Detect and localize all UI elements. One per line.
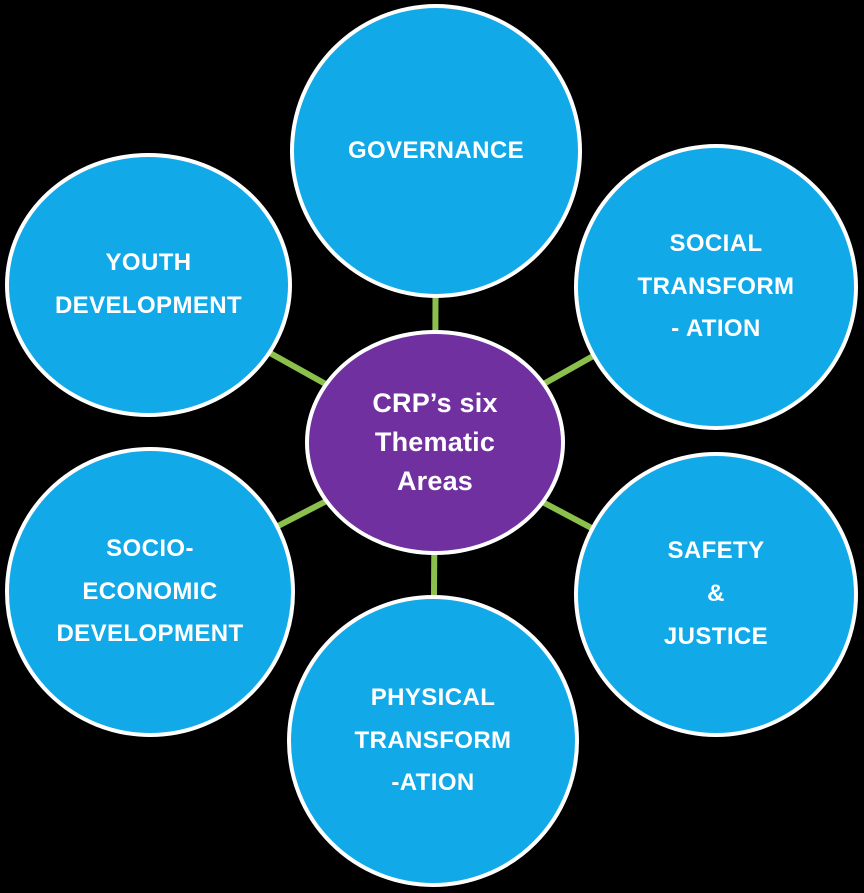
node-governance-label: GOVERNANCE — [347, 136, 525, 164]
node-socio-economic-development-label: SOCIO- ECONOMIC DEVELOPMENT — [56, 534, 244, 648]
node-safety-justice-label: SAFETY & JUSTICE — [663, 537, 769, 650]
node-governance: GOVERNANCE — [290, 4, 582, 298]
center-node: CRP’s six Thematic Areas — [305, 330, 565, 555]
node-youth-development: YOUTH DEVELOPMENT — [5, 153, 292, 417]
node-social-transformation-label: SOCIAL TRANSFORM - ATION — [637, 229, 795, 343]
node-physical-transformation: PHYSICAL TRANSFORM -ATION — [287, 595, 579, 887]
node-youth-development-label: YOUTH DEVELOPMENT — [54, 249, 243, 319]
center-node-label: CRP’s six Thematic Areas — [372, 387, 498, 497]
node-physical-transformation-label: PHYSICAL TRANSFORM -ATION — [354, 683, 512, 797]
node-socio-economic-development: SOCIO- ECONOMIC DEVELOPMENT — [5, 447, 295, 737]
node-safety-justice: SAFETY & JUSTICE — [574, 452, 858, 737]
node-social-transformation: SOCIAL TRANSFORM - ATION — [574, 144, 858, 430]
